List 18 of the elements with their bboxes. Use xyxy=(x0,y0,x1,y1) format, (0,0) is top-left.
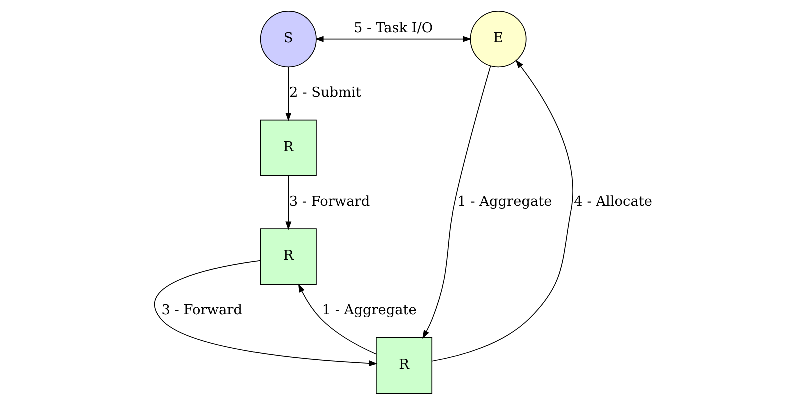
edge-label: 5 - Task I/O xyxy=(354,20,434,36)
node-box: R xyxy=(260,120,317,176)
edge-label: 3 - Forward xyxy=(289,194,370,210)
arrow xyxy=(286,66,292,122)
edge-label: 1 - Aggregate xyxy=(458,194,552,210)
arrow xyxy=(315,36,472,42)
node-box: R xyxy=(376,337,433,394)
edge-label: 4 - Allocate xyxy=(574,194,652,210)
edge-label: 1 - Aggregate xyxy=(322,302,417,319)
node-box: R xyxy=(260,228,317,286)
arrow xyxy=(154,260,378,367)
arrow xyxy=(432,60,574,362)
node-circle: S xyxy=(260,11,317,68)
arrow xyxy=(286,176,292,230)
edge-label: 3 - Forward xyxy=(162,302,242,319)
arrow xyxy=(422,66,492,339)
edge-label: 2 - Submit xyxy=(290,84,362,101)
arrow xyxy=(298,284,377,355)
